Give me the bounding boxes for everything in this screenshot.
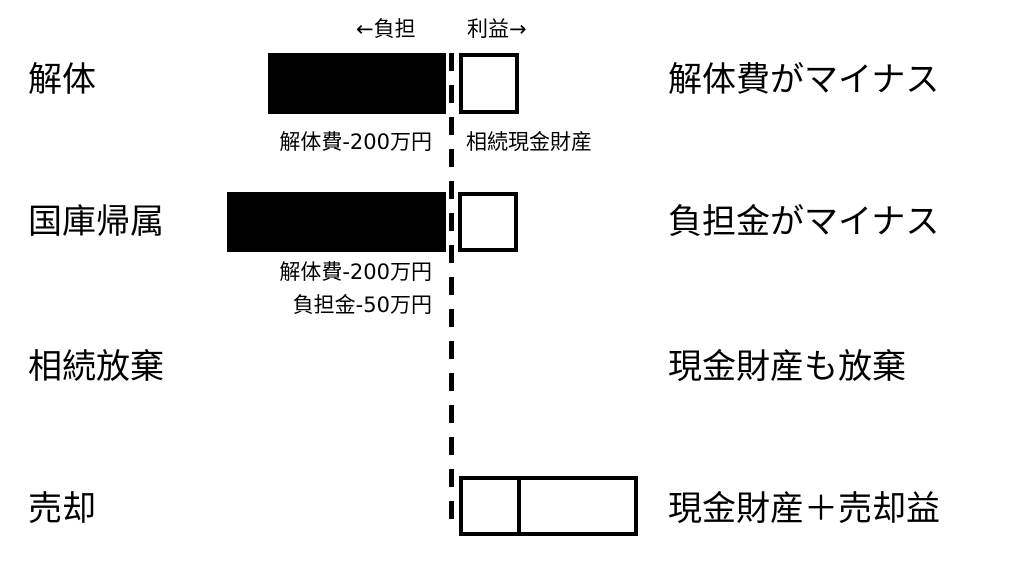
row-result-national-treasury: 負担金がマイナス xyxy=(668,202,940,242)
row-result-sale: 現金財産＋売却益 xyxy=(668,489,940,529)
benefit-box-cash xyxy=(459,476,521,536)
row-label-national-treasury: 国庫帰属 xyxy=(28,202,164,242)
benefit-box-cash xyxy=(458,192,518,252)
burden-bar-demolition xyxy=(268,53,446,114)
row-label-sale: 売却 xyxy=(28,489,96,529)
benefit-note: 相続現金財産 xyxy=(466,130,592,154)
burden-note: 解体費-200万円 xyxy=(279,130,432,154)
burden-note: 負担金-50万円 xyxy=(292,293,432,317)
row-label-renunciation: 相続放棄 xyxy=(28,347,164,387)
row-label-demolition: 解体 xyxy=(28,60,96,100)
zero-axis-dashed-line xyxy=(449,53,454,531)
benefit-direction-label: 利益→ xyxy=(467,17,527,41)
benefit-box-cash xyxy=(459,53,519,114)
row-result-demolition: 解体費がマイナス xyxy=(668,60,940,100)
burden-bar-national-treasury xyxy=(227,192,446,252)
burden-direction-label: ←負担 xyxy=(356,17,416,41)
burden-note: 解体費-200万円 xyxy=(279,260,432,284)
benefit-box-sale-profit xyxy=(517,476,638,536)
row-result-renunciation: 現金財産も放棄 xyxy=(668,347,906,387)
